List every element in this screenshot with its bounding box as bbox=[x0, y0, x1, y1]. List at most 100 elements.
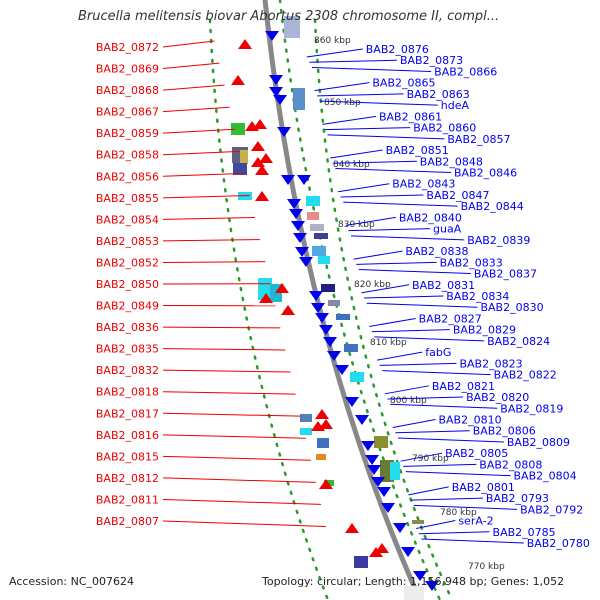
left-label-leader bbox=[162, 391, 296, 395]
forward-gene-arrow-12 bbox=[315, 409, 329, 419]
right-label-leader bbox=[319, 100, 438, 106]
right-label-leader bbox=[421, 538, 524, 544]
right-label-leader bbox=[413, 504, 518, 510]
reverse-gene-arrow-3 bbox=[273, 95, 287, 105]
right-label-leader bbox=[418, 531, 490, 535]
right-gene-label: BAB2_0876 bbox=[366, 43, 429, 56]
gene-feature-8 bbox=[307, 212, 319, 220]
right-label-leader bbox=[408, 486, 449, 496]
left-gene-label: BAB2_0850 bbox=[96, 278, 159, 291]
right-gene-label: BAB2_0809 bbox=[507, 436, 570, 449]
right-label-leader bbox=[311, 66, 432, 72]
left-label-leader bbox=[162, 520, 327, 527]
left-label-leader bbox=[162, 369, 291, 373]
right-label-leader bbox=[340, 194, 424, 198]
reverse-gene-arrow-29 bbox=[401, 547, 415, 557]
right-gene-label: BAB2_0829 bbox=[453, 324, 516, 337]
right-label-leader bbox=[330, 149, 383, 159]
gene-feature-18 bbox=[344, 344, 358, 352]
reverse-gene-arrow-20 bbox=[345, 397, 359, 407]
reverse-gene-arrow-24 bbox=[367, 465, 381, 475]
right-gene-label: BAB2_0834 bbox=[446, 290, 509, 303]
gene-feature-16 bbox=[328, 300, 340, 306]
right-gene-label: BAB2_0843 bbox=[392, 178, 455, 191]
reverse-gene-arrow-14 bbox=[311, 303, 325, 313]
reverse-gene-arrow-4 bbox=[277, 127, 291, 137]
kbp-tick-label: 820 kbp bbox=[354, 280, 391, 290]
right-label-leader bbox=[306, 48, 363, 58]
gene-feature-11 bbox=[312, 246, 326, 256]
right-gene-label: BAB2_0819 bbox=[500, 402, 563, 415]
left-label-leader bbox=[162, 84, 225, 91]
left-label-leader bbox=[162, 40, 215, 48]
gene-feature-30 bbox=[404, 586, 424, 600]
left-gene-label: BAB2_0812 bbox=[96, 472, 159, 485]
right-gene-label: BAB2_0838 bbox=[405, 245, 468, 258]
forward-gene-arrow-7 bbox=[255, 165, 269, 175]
kbp-tick-label: 810 kbp bbox=[370, 338, 407, 348]
kbp-tick-label: 860 kbp bbox=[314, 36, 351, 46]
right-gene-label: BAB2_0860 bbox=[413, 122, 476, 135]
left-outer-ring bbox=[208, 18, 330, 600]
left-gene-label: BAB2_0835 bbox=[96, 343, 159, 356]
gene-feature-24 bbox=[374, 436, 388, 448]
right-gene-label: BAB2_0844 bbox=[461, 200, 524, 213]
reverse-gene-arrow-7 bbox=[287, 199, 301, 209]
forward-gene-arrow-5 bbox=[251, 157, 265, 167]
gene-feature-26 bbox=[390, 462, 400, 480]
kbp-tick-label: 800 kbp bbox=[390, 396, 427, 406]
reverse-gene-arrow-28 bbox=[393, 523, 407, 533]
right-label-leader bbox=[309, 59, 397, 63]
right-gene-label: BAB2_0824 bbox=[487, 335, 550, 348]
gene-feature-15 bbox=[321, 284, 335, 292]
reverse-gene-arrow-0 bbox=[265, 31, 279, 41]
forward-gene-arrow-14 bbox=[311, 421, 325, 431]
right-gene-label: hdeA bbox=[441, 99, 470, 112]
left-gene-label: BAB2_0869 bbox=[96, 63, 159, 76]
right-label-leader bbox=[353, 250, 403, 260]
right-label-leader bbox=[382, 370, 491, 376]
forward-gene-arrow-3 bbox=[253, 119, 267, 129]
gene-feature-19 bbox=[350, 372, 364, 382]
right-gene-label: BAB2_0792 bbox=[520, 503, 583, 516]
right-gene-label: BAB2_0801 bbox=[452, 481, 515, 494]
left-label-leader bbox=[162, 172, 245, 177]
right-label-leader bbox=[400, 452, 443, 462]
reverse-gene-arrow-27 bbox=[381, 503, 395, 513]
gene-feature-21 bbox=[300, 428, 312, 435]
right-gene-label: BAB2_0823 bbox=[459, 357, 522, 370]
reverse-gene-arrow-23 bbox=[365, 455, 379, 465]
right-label-leader bbox=[358, 269, 471, 275]
reverse-gene-arrow-1 bbox=[269, 75, 283, 85]
right-gene-label: BAB2_0837 bbox=[474, 268, 537, 281]
left-gene-label: BAB2_0811 bbox=[96, 493, 159, 506]
left-label-leader bbox=[162, 412, 301, 417]
gene-feature-4 bbox=[240, 150, 248, 164]
gene-feature-23 bbox=[316, 454, 326, 460]
right-label-leader bbox=[416, 520, 456, 530]
forward-gene-arrow-18 bbox=[369, 547, 383, 557]
right-gene-label: BAB2_0873 bbox=[400, 54, 463, 67]
left-gene-label: BAB2_0836 bbox=[96, 321, 159, 334]
left-gene-label: BAB2_0817 bbox=[96, 407, 159, 420]
right-label-leader bbox=[366, 302, 478, 308]
forward-gene-arrow-16 bbox=[345, 523, 359, 533]
forward-gene-arrow-13 bbox=[319, 419, 333, 429]
right-gene-label: BAB2_0833 bbox=[440, 256, 503, 269]
forward-gene-arrow-15 bbox=[319, 479, 333, 489]
left-gene-label: BAB2_0858 bbox=[96, 149, 159, 162]
left-gene-label: BAB2_0868 bbox=[96, 84, 159, 97]
left-gene-label: BAB2_0854 bbox=[96, 213, 159, 226]
reverse-gene-arrow-25 bbox=[371, 477, 385, 487]
gene-feature-17 bbox=[336, 314, 350, 320]
right-label-leader bbox=[332, 160, 417, 164]
right-label-leader bbox=[371, 329, 450, 333]
gene-feature-7 bbox=[306, 196, 320, 206]
gene-feature-20 bbox=[300, 414, 312, 422]
left-gene-label: BAB2_0849 bbox=[96, 300, 159, 313]
forward-gene-arrow-8 bbox=[255, 191, 269, 201]
gene-feature-0 bbox=[284, 16, 300, 38]
right-gene-label: BAB2_0820 bbox=[466, 391, 529, 404]
